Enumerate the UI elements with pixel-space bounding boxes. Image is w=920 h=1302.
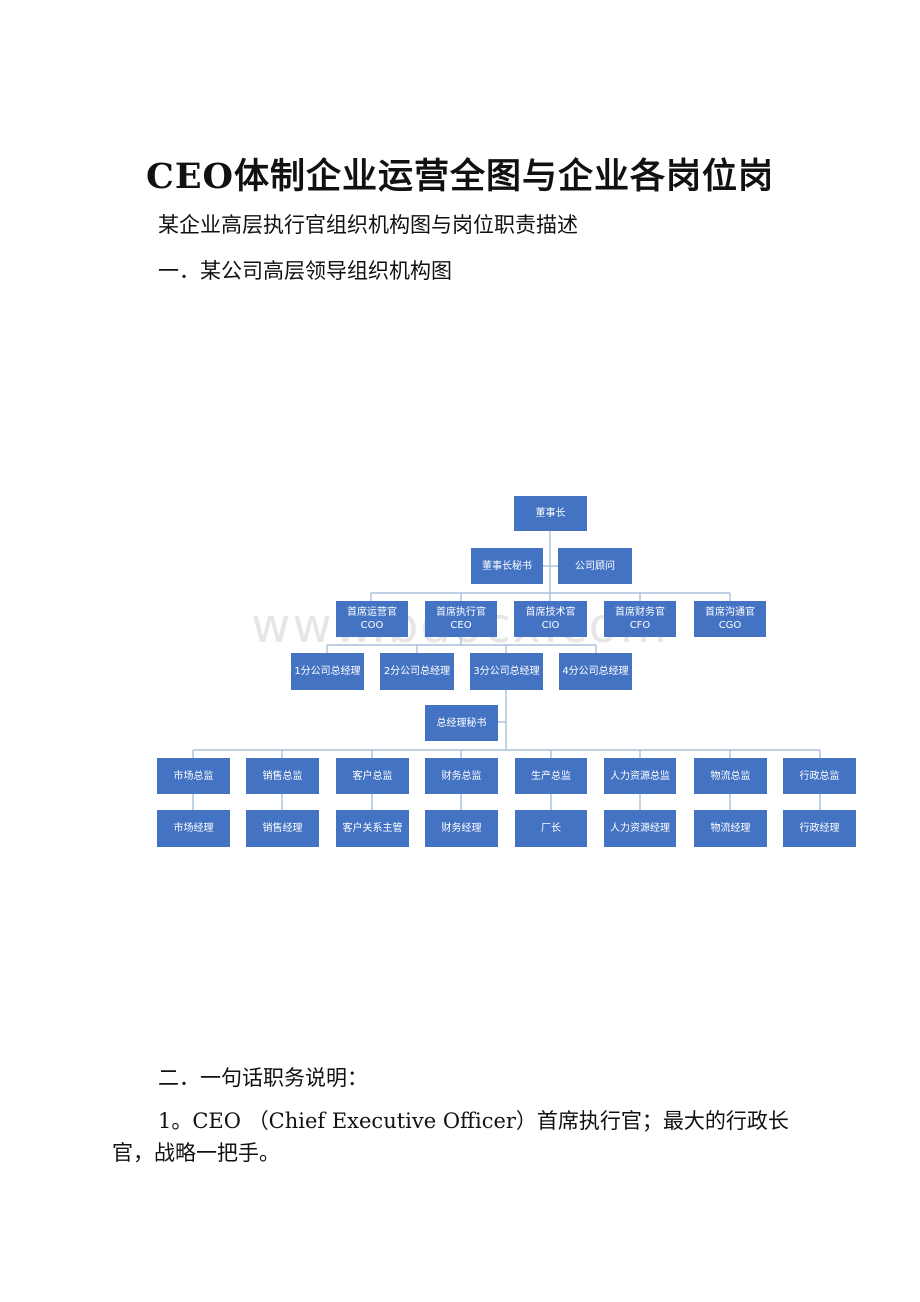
section-heading-org-chart: 一．某公司高层领导组织机构图 bbox=[158, 259, 452, 283]
org-node-branch-1: 1分公司总经理 bbox=[291, 653, 364, 690]
org-node-director-hr: 人力资源总监 bbox=[604, 758, 676, 794]
org-node-manager-hr: 人力资源经理 bbox=[604, 810, 676, 847]
org-node-manager-sales: 销售经理 bbox=[246, 810, 319, 847]
org-node-director-finance: 财务总监 bbox=[425, 758, 498, 794]
duty-item-ceo-line2: 官，战略一把手。 bbox=[112, 1141, 280, 1165]
org-node-director-admin: 行政总监 bbox=[783, 758, 856, 794]
org-node-branch-2: 2分公司总经理 bbox=[380, 653, 454, 690]
org-node-manager-admin: 行政经理 bbox=[783, 810, 856, 847]
org-node-director-production: 生产总监 bbox=[515, 758, 587, 794]
document-title: CEO体制企业运营全图与企业各岗位岗 bbox=[145, 156, 775, 197]
duty-item-ceo-line1: 1。CEO （Chief Executive Officer）首席执行官；最大的… bbox=[158, 1109, 789, 1133]
org-node-manager-factory: 厂长 bbox=[515, 810, 587, 847]
org-node-branch-4: 4分公司总经理 bbox=[559, 653, 632, 690]
org-node-director-marketing: 市场总监 bbox=[157, 758, 230, 794]
org-node-manager-marketing: 市场经理 bbox=[157, 810, 230, 847]
org-node-gm-secretary: 总经理秘书 bbox=[425, 705, 498, 741]
org-node-chairman-secretary: 董事长秘书 bbox=[471, 548, 543, 584]
org-node-advisor: 公司顾问 bbox=[558, 548, 632, 584]
org-node-manager-customer: 客户关系主管 bbox=[336, 810, 409, 847]
org-node-director-logistics: 物流总监 bbox=[694, 758, 767, 794]
document-subtitle: 某企业高层执行官组织机构图与岗位职责描述 bbox=[158, 213, 578, 237]
org-node-manager-logistics: 物流经理 bbox=[694, 810, 767, 847]
org-node-manager-finance: 财务经理 bbox=[425, 810, 498, 847]
org-node-director-customer: 客户总监 bbox=[336, 758, 409, 794]
org-node-branch-3: 3分公司总经理 bbox=[470, 653, 543, 690]
org-node-chairman: 董事长 bbox=[514, 496, 587, 531]
section-heading-duties: 二．一句话职务说明： bbox=[158, 1066, 368, 1090]
org-node-director-sales: 销售总监 bbox=[246, 758, 319, 794]
